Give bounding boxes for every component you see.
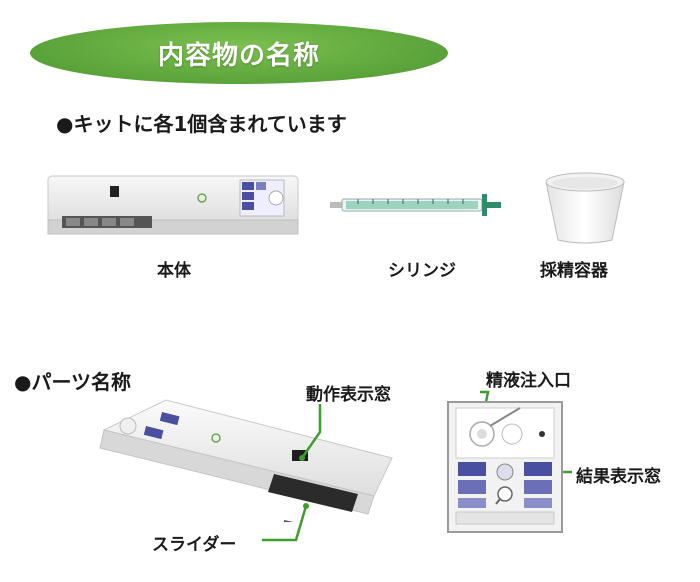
title-banner: 内容物の名称 [30,22,448,84]
syringe-image [330,194,501,216]
device-angled-image [99,399,393,522]
collection-cup-image [545,172,625,244]
kit-heading: ●キットに各1個含まれています [56,112,347,136]
item-label-cup: 採精容器 [540,261,608,281]
page-title: 内容物の名称 [157,40,320,71]
callout-indicator-window: 動作表示窓 [306,385,391,405]
callout-semen-inlet: 精液注入口 [486,371,571,391]
callout-result-window: 結果表示窓 [576,467,661,487]
callout-slider: スライダー [152,535,237,555]
device-closeup-image [447,401,563,533]
parts-heading: ●パーツ名称 [14,370,132,394]
device-body-image [47,175,299,235]
item-label-body: 本体 [157,261,191,281]
item-label-syringe: シリンジ [388,261,456,281]
